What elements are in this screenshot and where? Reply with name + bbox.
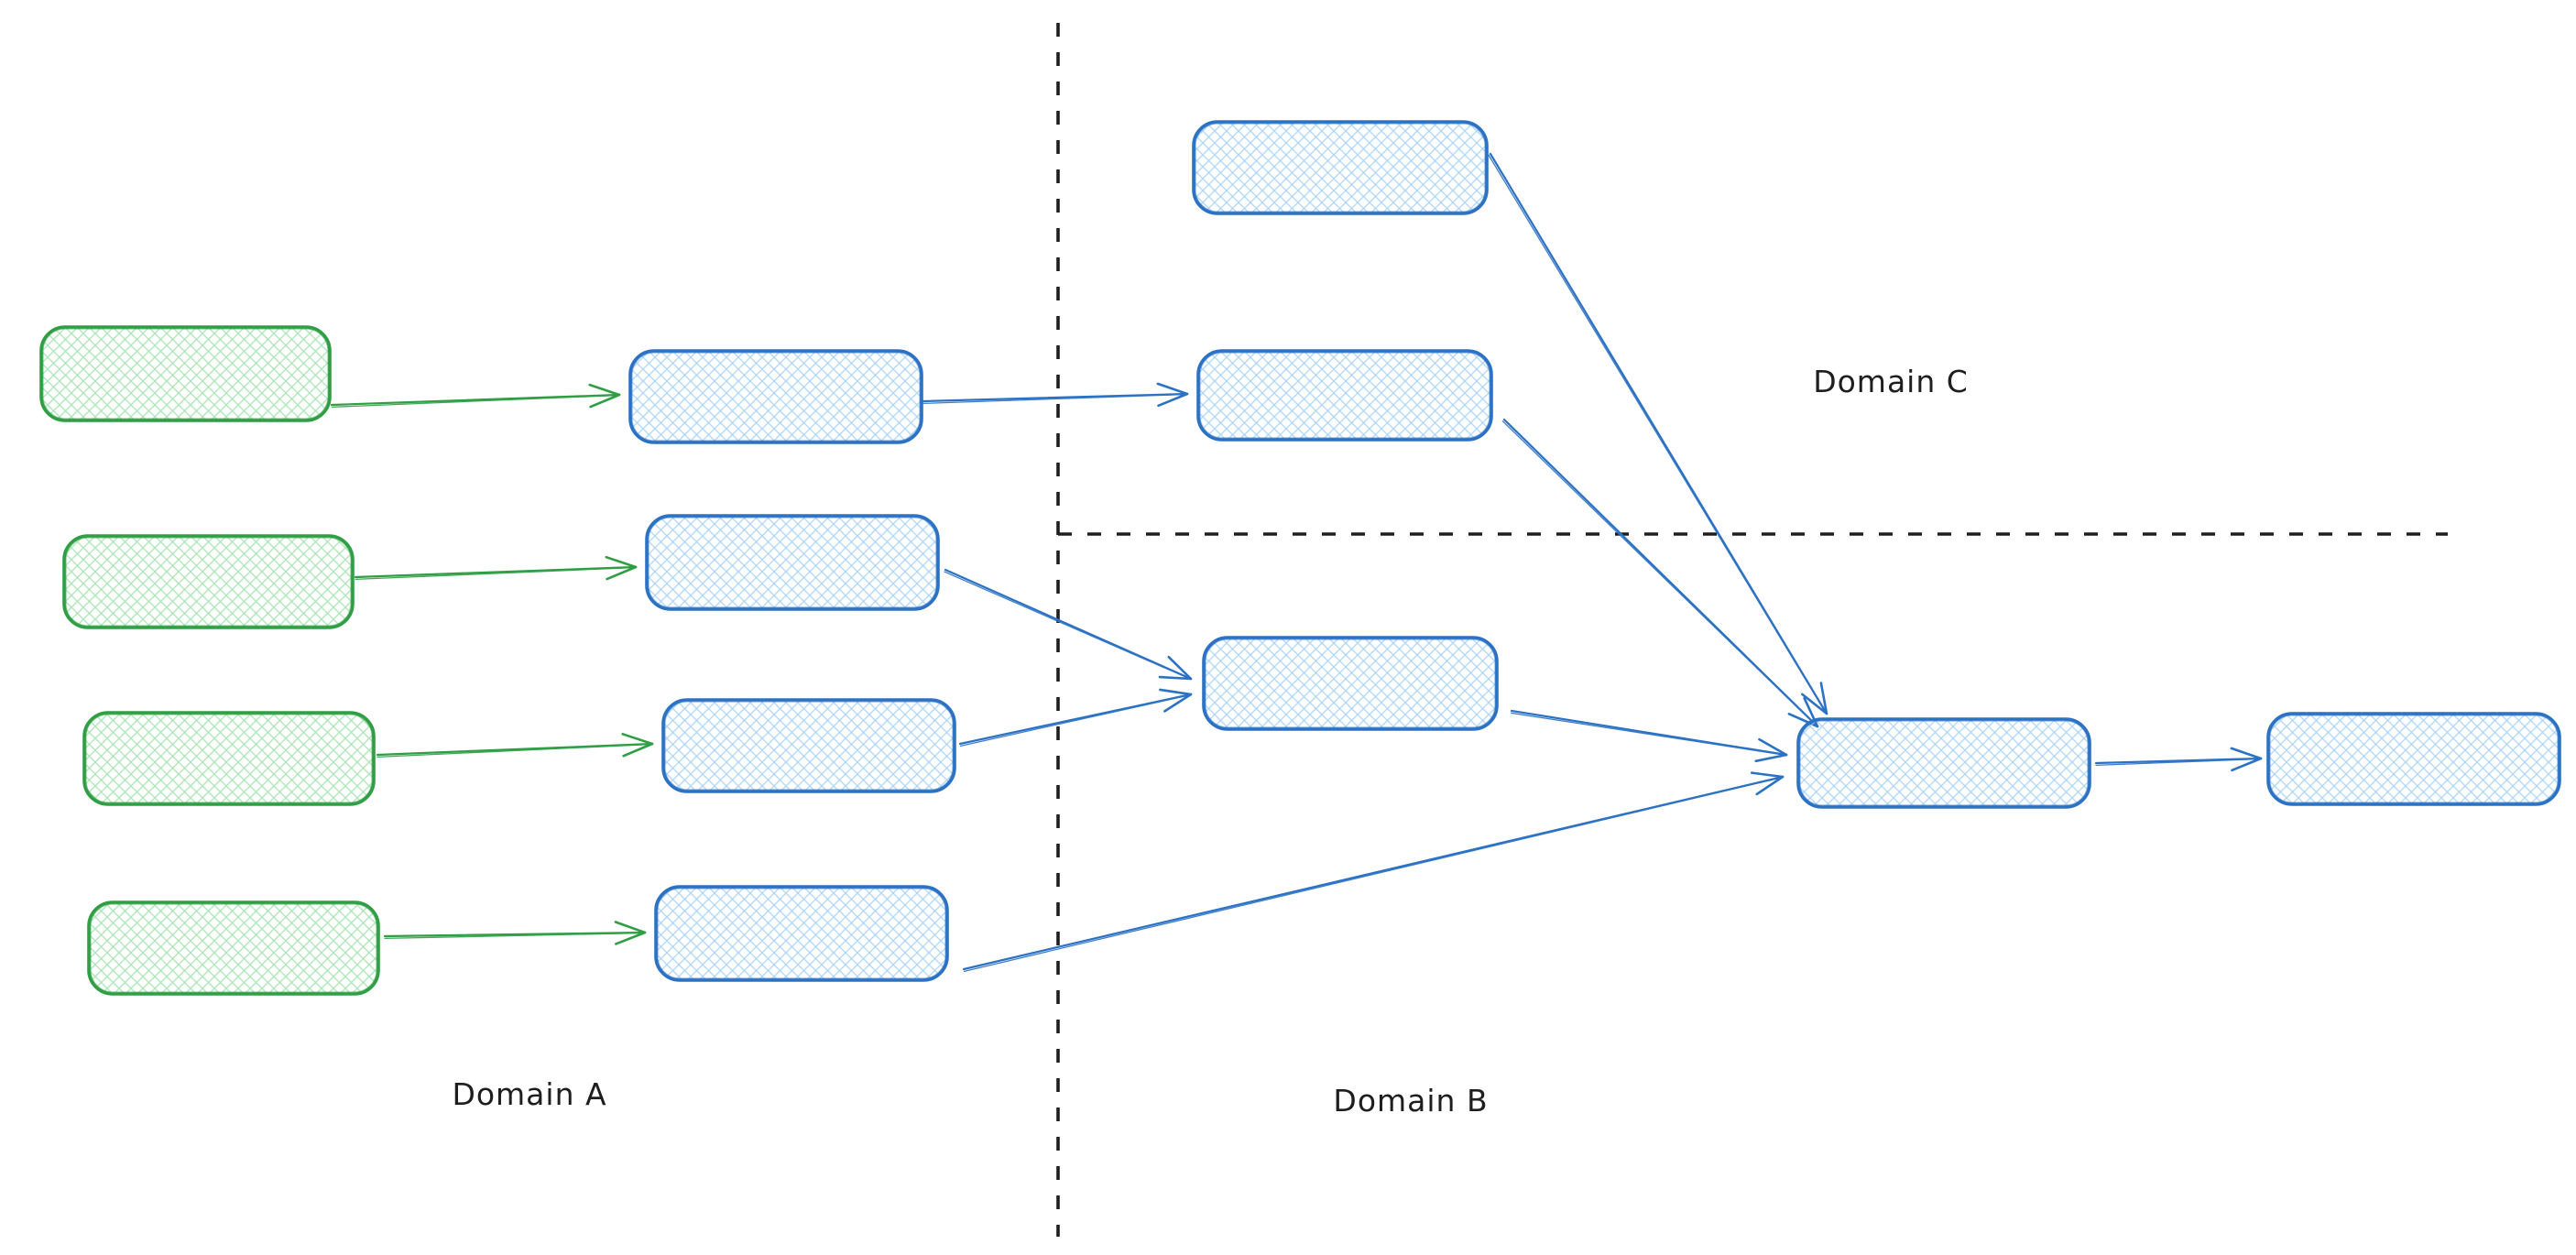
node-g1 — [39, 325, 332, 422]
label-domain-b: Domain B — [1333, 1083, 1488, 1119]
arrow-c2-b2 — [1501, 418, 1819, 728]
arrow-a3-b1 — [958, 688, 1193, 747]
arrow-b1-b2 — [1510, 709, 1788, 763]
arrow-a4-b2 — [962, 771, 1785, 972]
node-b2 — [1796, 717, 2091, 809]
node-a4 — [654, 885, 949, 982]
node-g2 — [62, 534, 355, 629]
arrow-g3-a3 — [376, 733, 654, 758]
arrow-a2-b1 — [944, 568, 1193, 681]
node-b1 — [1202, 636, 1499, 731]
arrow-b2-b3 — [2094, 747, 2263, 772]
node-c1 — [1192, 120, 1489, 215]
arrow-g4-a4 — [383, 921, 647, 945]
node-g3 — [82, 711, 376, 806]
arrow-g2-a2 — [354, 555, 638, 581]
node-a2 — [645, 514, 940, 611]
arrow-a1-c2 — [922, 382, 1189, 408]
node-g4 — [87, 900, 380, 996]
arrow-c1-b2 — [1488, 152, 1828, 715]
node-a1 — [628, 349, 923, 444]
node-b3 — [2266, 712, 2561, 806]
node-c2 — [1196, 349, 1493, 442]
label-domain-c: Domain C — [1813, 364, 1969, 399]
label-domain-a: Domain A — [452, 1076, 606, 1112]
arrow-g1-a1 — [330, 383, 621, 409]
node-a3 — [661, 698, 956, 793]
